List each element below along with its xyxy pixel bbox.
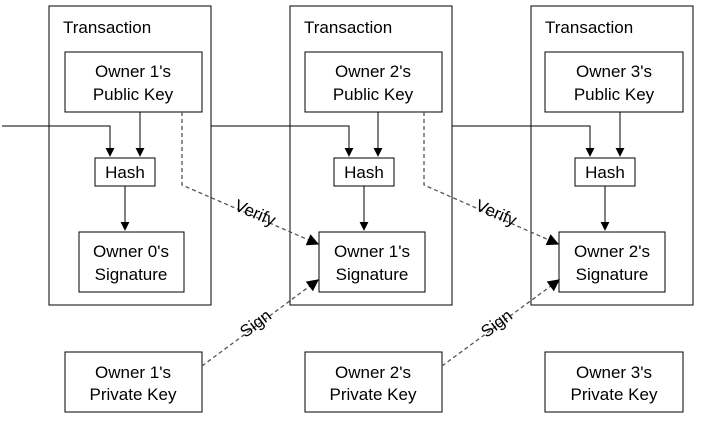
private-key-1-box — [64, 351, 203, 413]
transaction-1-public-key-line1: Owner 1's — [95, 62, 171, 81]
verify-label-1: Verify — [232, 196, 279, 230]
transaction-2-public-key-box — [304, 51, 443, 113]
transaction-3-signature-line2: Signature — [576, 265, 649, 284]
transaction-1-signature-box — [78, 231, 185, 293]
sign-arrow-2 — [441, 279, 560, 367]
transaction-1-hash-label: Hash — [105, 163, 145, 182]
transaction-2-signature-line2: Signature — [336, 265, 409, 284]
chain-connector-2-3 — [452, 125, 595, 157]
transaction-3-public-key-box — [544, 51, 684, 113]
chain-connector-1-2 — [211, 125, 354, 157]
transaction-3-public-key-line1: Owner 3's — [576, 62, 652, 81]
verify-arrow-2 — [423, 112, 560, 246]
transaction-1-public-key-box — [64, 51, 203, 113]
transaction-1-signature-line1: Owner 0's — [93, 242, 169, 261]
transaction-2-public-key-line2: Public Key — [333, 85, 414, 104]
transaction-1-signature-line2: Signature — [95, 265, 168, 284]
private-key-3-box — [544, 351, 684, 413]
verify-label-2: Verify — [473, 196, 520, 230]
transaction-3: Transaction Owner 3's Public Key Hash Ow… — [530, 5, 694, 306]
transaction-3-signature-line1: Owner 2's — [574, 242, 650, 261]
private-key-3-line1: Owner 3's — [576, 363, 652, 382]
private-key-1-line1: Owner 1's — [95, 363, 171, 382]
private-key-2-box — [304, 351, 443, 413]
transaction-2-signature-line1: Owner 1's — [334, 242, 410, 261]
verify-arrow-1 — [181, 112, 320, 246]
transaction-2: Transaction Owner 2's Public Key Hash Ow… — [289, 5, 453, 306]
private-key-3-line2: Private Key — [571, 385, 658, 404]
private-key-1-line2: Private Key — [90, 385, 177, 404]
transaction-1: Transaction Owner 1's Public Key Hash Ow… — [48, 5, 212, 306]
transaction-3-public-key-line2: Public Key — [574, 85, 655, 104]
private-key-3: Owner 3's Private Key — [544, 351, 684, 413]
transaction-3-signature-box — [558, 231, 666, 293]
transaction-1-public-key-line2: Public Key — [93, 85, 174, 104]
chain-connector-in — [2, 125, 115, 157]
private-key-1: Owner 1's Private Key — [64, 351, 203, 413]
transaction-2-title: Transaction — [304, 18, 392, 37]
transaction-2-hash-label: Hash — [344, 163, 384, 182]
private-key-2-line1: Owner 2's — [335, 363, 411, 382]
private-key-2: Owner 2's Private Key — [304, 351, 443, 413]
transaction-3-title: Transaction — [545, 18, 633, 37]
transaction-2-signature-box — [318, 231, 426, 293]
transaction-2-public-key-line1: Owner 2's — [335, 62, 411, 81]
private-key-2-line2: Private Key — [330, 385, 417, 404]
sign-arrow-1 — [201, 279, 319, 367]
transaction-3-hash-box — [574, 157, 636, 187]
transaction-1-title: Transaction — [63, 18, 151, 37]
transaction-3-hash-label: Hash — [585, 163, 625, 182]
